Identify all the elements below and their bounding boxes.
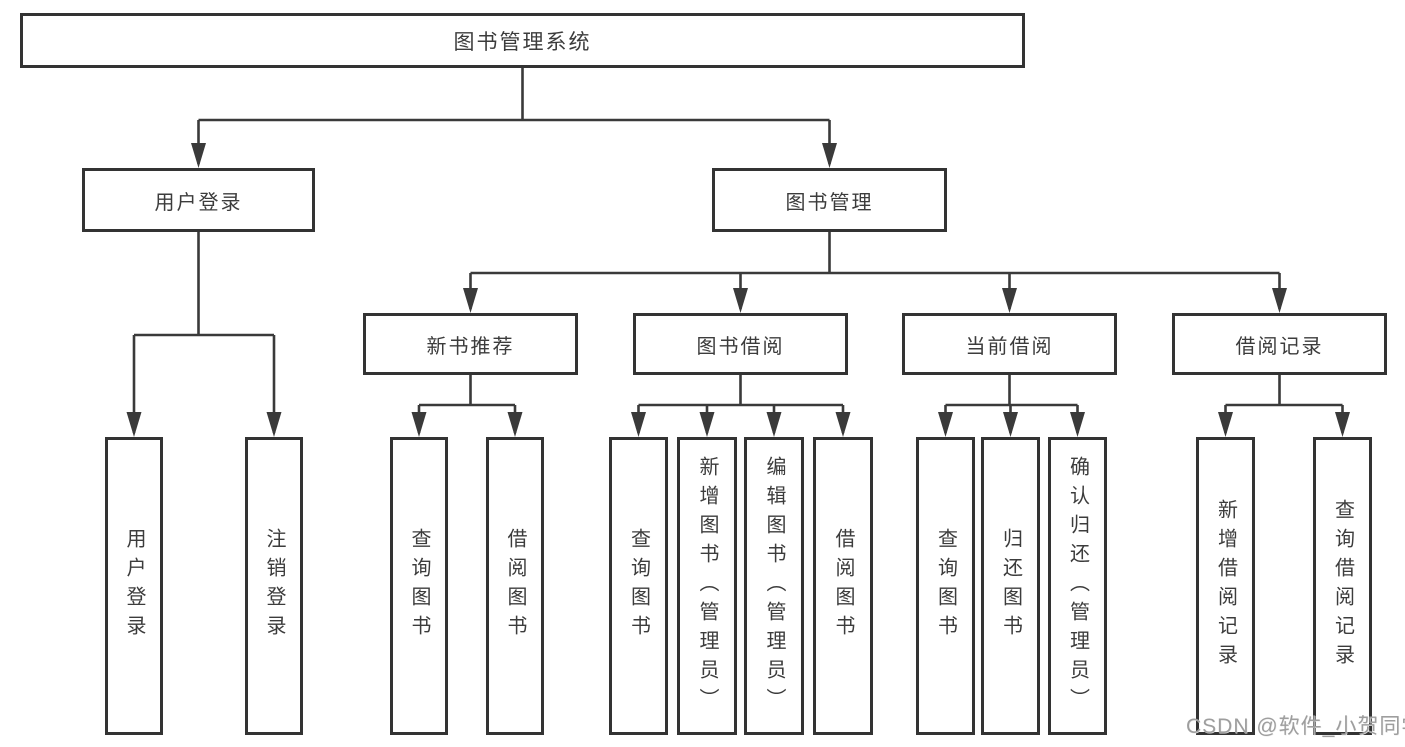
arrowhead-icon [1003,412,1018,437]
arrowhead-icon [507,412,523,437]
arrowhead-icon [733,288,748,313]
leaf-current-return-book-label: 归还图书 [999,528,1022,644]
node-current-borrow-label: 当前借阅 [965,335,1054,358]
leaf-borrow-query-book: 查询图书 [609,437,668,735]
arrowhead-icon [766,412,782,437]
node-borrow-records: 借阅记录 [1172,313,1387,375]
leaf-borrow-edit-book-admin: 编辑图书（管理员） [744,437,804,735]
arrowhead-icon [1218,412,1233,437]
node-book-borrow-label: 图书借阅 [696,335,785,358]
arrowhead-icon [822,143,837,168]
connector-bookmgmt-to-level2 [469,232,1281,309]
leaf-borrow-borrow-book: 借阅图书 [813,437,873,735]
leaf-current-query-book-label: 查询图书 [934,528,957,644]
leaf-borrow-add-book-admin: 新增图书（管理员） [677,437,737,735]
arrowhead-icon [1070,412,1085,437]
leaf-current-confirm-return-admin-label: 确认归还（管理员） [1066,455,1089,717]
arrowhead-icon [463,288,478,313]
leaf-current-query-book: 查询图书 [916,437,975,735]
leaf-user-login: 用户登录 [105,437,163,735]
leaf-current-confirm-return-admin: 确认归还（管理员） [1048,437,1107,735]
leaf-records-add-record: 新增借阅记录 [1196,437,1255,735]
node-root: 图书管理系统 [20,13,1025,68]
leaf-recommend-query-book-label: 查询图书 [408,528,430,644]
leaf-borrow-edit-book-admin-label: 编辑图书（管理员） [763,455,785,717]
leaf-logout: 注销登录 [245,437,303,735]
arrowhead-icon [1002,288,1017,313]
node-book-borrow: 图书借阅 [633,313,848,375]
arrowhead-icon [126,412,142,437]
node-book-management: 图书管理 [712,168,947,232]
node-current-borrow: 当前借阅 [902,313,1117,375]
connector-userlogin-to-leaves [132,232,276,433]
watermark: CSDN @软件_小贺同学 [1186,715,1405,738]
leaf-borrow-borrow-book-label: 借阅图书 [832,528,854,644]
connector-bookborrow-to-leaves [637,375,845,433]
connector-newbookrec-to-leaves [417,375,517,433]
arrowhead-icon [938,412,953,437]
connector-borrowrecords-to-leaves [1224,375,1344,433]
node-book-management-label: 图书管理 [785,191,874,214]
node-new-book-recommend: 新书推荐 [363,313,578,375]
arrowhead-icon [411,412,427,437]
leaf-user-login-label: 用户登录 [123,528,145,644]
arrowhead-icon [266,412,282,437]
connector-root-to-level1 [197,68,831,164]
leaf-recommend-query-book: 查询图书 [390,437,448,735]
leaf-logout-label: 注销登录 [263,528,285,644]
leaf-records-query-record-label: 查询借阅记录 [1331,499,1354,673]
arrowhead-icon [699,412,715,437]
leaf-recommend-borrow-book: 借阅图书 [486,437,544,735]
arrowhead-icon [191,143,206,168]
arrowhead-icon [1335,412,1350,437]
arrowhead-icon [631,412,646,437]
leaf-recommend-borrow-book-label: 借阅图书 [504,528,526,644]
node-new-book-recommend-label: 新书推荐 [426,335,515,358]
node-user-login-label: 用户登录 [154,191,243,214]
leaf-borrow-add-book-admin-label: 新增图书（管理员） [696,455,718,717]
arrowhead-icon [835,412,851,437]
node-root-label: 图书管理系统 [453,30,592,54]
leaf-borrow-query-book-label: 查询图书 [627,528,650,644]
leaf-records-add-record-label: 新增借阅记录 [1214,499,1237,673]
node-borrow-records-label: 借阅记录 [1235,335,1324,358]
leaf-records-query-record: 查询借阅记录 [1313,437,1372,735]
node-user-login: 用户登录 [82,168,315,232]
leaf-current-return-book: 归还图书 [981,437,1040,735]
arrowhead-icon [1272,288,1287,313]
